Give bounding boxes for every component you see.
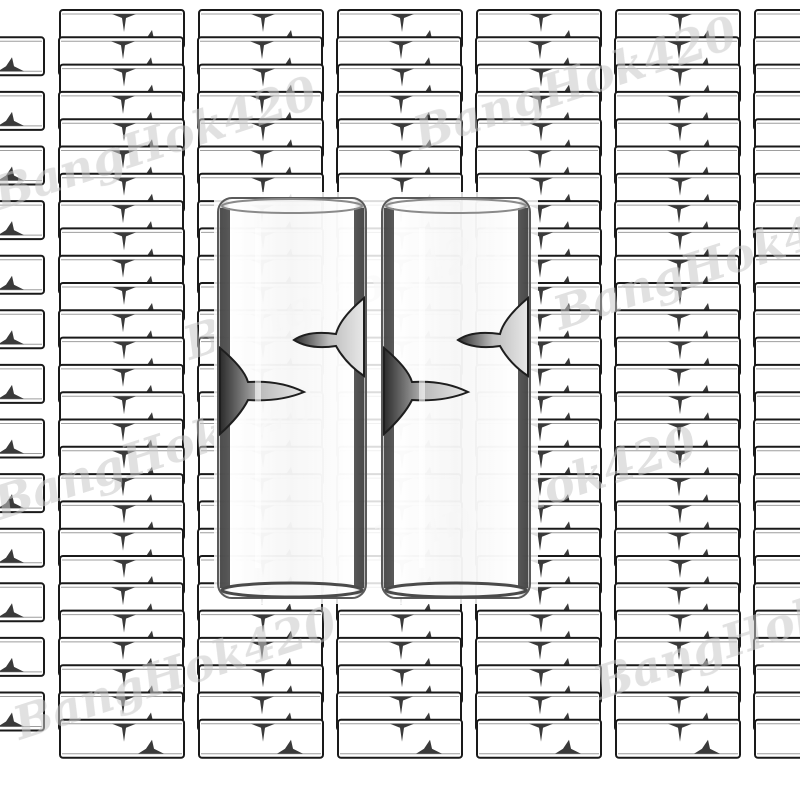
filter-tip-tile <box>0 36 45 77</box>
filter-tip-tile <box>337 718 463 759</box>
filter-tip-tile <box>0 418 45 459</box>
filter-tip-tile <box>0 527 45 568</box>
filter-tip-tile <box>0 636 45 677</box>
featured-filter-tips <box>214 192 538 604</box>
filter-tip-left <box>218 198 366 598</box>
filter-tip-right <box>382 198 530 598</box>
filter-tip-tile <box>198 718 324 759</box>
filter-tip-tile <box>0 254 45 295</box>
filter-tip-tile <box>476 718 602 759</box>
filter-tip-tile <box>0 582 45 623</box>
filter-tip-tile <box>754 718 800 759</box>
filter-tip-tile <box>0 90 45 131</box>
filter-tip-tile <box>0 309 45 350</box>
filter-tip-tile <box>615 718 741 759</box>
filter-tip-tile <box>0 363 45 404</box>
